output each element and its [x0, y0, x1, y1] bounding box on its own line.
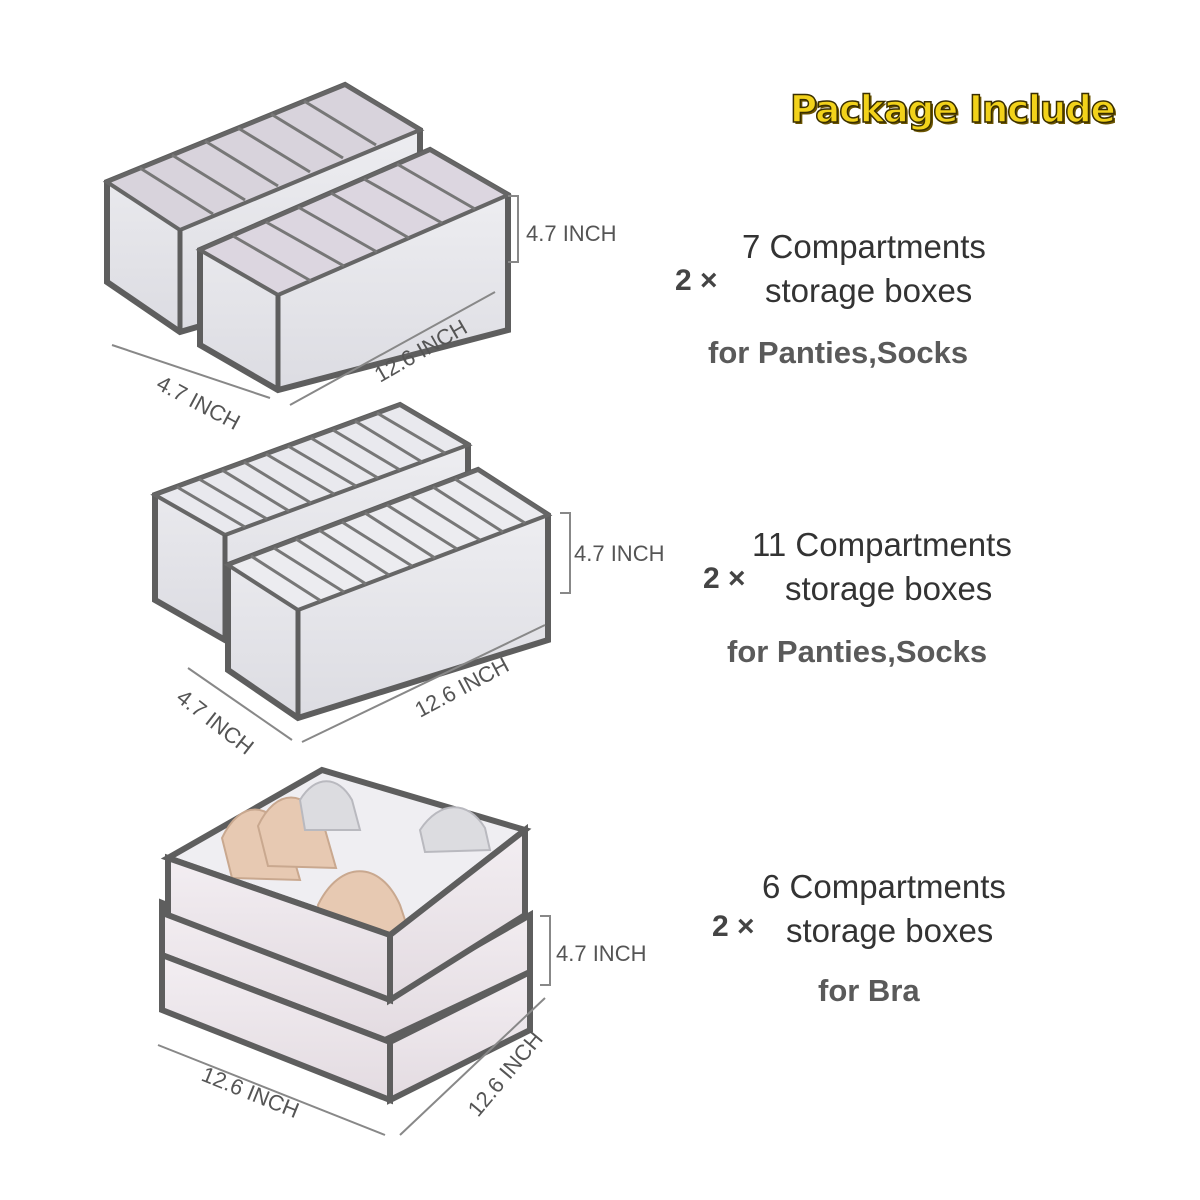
purpose-label-6: for Bra: [818, 973, 920, 1008]
quantity-label-7: 2 ×: [675, 264, 718, 297]
dim-width-11: 4.7 INCH: [172, 684, 259, 759]
quantity-label-11: 2 ×: [703, 562, 746, 595]
eleven-compartment-boxes: [150, 401, 571, 743]
box-back-7-top: [102, 82, 425, 233]
compartments-label-6: 6 Compartments: [762, 868, 1006, 905]
dim-height-6: 4.7 INCH: [556, 941, 647, 966]
quantity-label-6: 2 ×: [712, 910, 755, 943]
compartments-label-7: 7 Compartments: [742, 228, 986, 265]
purpose-label-11: for Panties,Socks: [727, 634, 988, 669]
storage-label-7: storage boxes: [765, 272, 973, 309]
package-title: Package Include: [789, 87, 1116, 132]
six-compartment-boxes: [157, 766, 551, 1136]
storage-label-6: storage boxes: [786, 912, 994, 949]
purpose-label-7: for Panties,Socks: [708, 335, 969, 370]
dim-width-7: 4.7 INCH: [153, 370, 245, 435]
storage-label-11: storage boxes: [785, 570, 993, 607]
box-lower-6-side: [387, 967, 533, 1105]
compartments-label-11: 11 Compartments: [752, 526, 1012, 563]
seven-compartment-boxes: [102, 81, 519, 406]
dim-width-6: 12.6 INCH: [198, 1061, 303, 1123]
box-back-11-top: [150, 402, 473, 538]
dim-height-7: 4.7 INCH: [526, 221, 617, 246]
box-upper-6-side: [387, 823, 528, 1006]
dim-height-11: 4.7 INCH: [574, 541, 665, 566]
box-front-11-top: [223, 467, 553, 613]
